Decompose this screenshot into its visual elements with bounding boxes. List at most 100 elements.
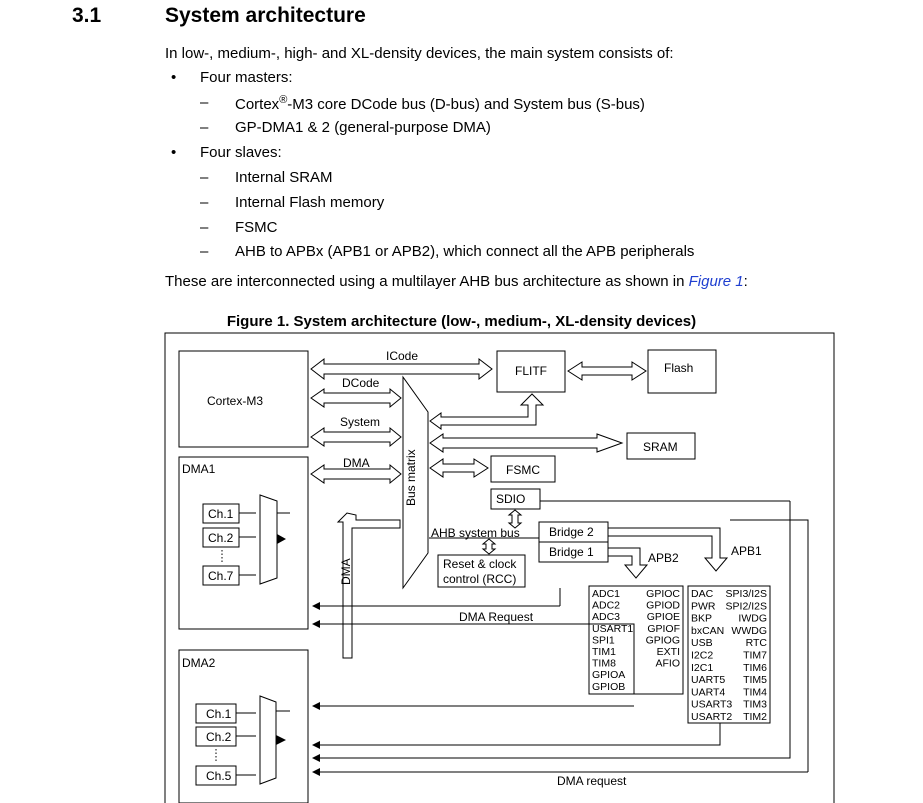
apb2-left-item: SPI1	[592, 634, 615, 646]
flash-label: Flash	[664, 361, 693, 375]
slave-item-fsmc: FSMC	[235, 219, 278, 236]
fsmc-label: FSMC	[506, 463, 540, 477]
apb1-left-item: PWR	[691, 600, 716, 612]
master-item-dma: GP-DMA1 & 2 (general-purpose DMA)	[235, 119, 491, 136]
apb1-left-item: UART5	[691, 674, 725, 686]
dash-m1: –	[200, 94, 209, 111]
dma2-ch1-label: Ch.1	[206, 707, 232, 721]
dma-request-lower-label: DMA request	[557, 774, 627, 788]
apb1-left-item: bxCAN	[691, 625, 724, 637]
bridge1-label: Bridge 1	[549, 545, 594, 559]
apb1-right-item: TIM2	[743, 711, 767, 723]
apb2-peripherals-box	[588, 585, 684, 695]
sdio-dma2-request-line	[320, 501, 791, 759]
flitf-block	[496, 350, 566, 393]
rcc-label-line1: Reset & clock	[443, 557, 517, 571]
dma1-label: DMA1	[182, 462, 216, 476]
section-number: 3.1	[72, 4, 102, 27]
apb2-left-item: GPIOA	[592, 669, 625, 681]
apb1-right-item: WWDG	[731, 625, 767, 637]
cortex-label: Cortex-M3	[207, 394, 263, 408]
apb2-right-item: GPIOC	[646, 588, 680, 600]
cortex-m3-block	[178, 350, 309, 448]
dma-vertical-label: DMA	[339, 558, 353, 585]
bus-matrix-shape	[402, 375, 429, 590]
apb1-right-item: SPI2/I2S	[726, 600, 767, 612]
dash-s2: –	[200, 194, 209, 211]
section-title: System architecture	[165, 4, 366, 27]
apb2-right-item: GPIOE	[647, 611, 680, 623]
master-item-cortex: Cortex®-M3 core DCode bus (D-bus) and Sy…	[235, 94, 645, 113]
flash-block	[647, 349, 717, 394]
rcc-block	[437, 554, 526, 588]
apb1-left-item: DAC	[691, 588, 714, 600]
sdio-block	[490, 488, 541, 510]
intro-paragraph: In low-, medium-, high- and XL-density d…	[165, 45, 674, 62]
slave-item-apb: AHB to APBx (APB1 or APB2), which connec…	[235, 243, 695, 260]
dma1-block	[178, 456, 309, 630]
flitf-flash-link	[567, 361, 647, 381]
apb1-left-item: UART4	[691, 686, 725, 698]
dma-request-upper-label: DMA Request	[459, 610, 534, 624]
apb1-left-item: I2C2	[691, 650, 713, 662]
dash-m2: –	[200, 119, 209, 136]
apb2-left-item: GPIOB	[592, 681, 625, 693]
apb1-left-item: USART2	[691, 711, 732, 723]
matrix-sram-link	[429, 433, 624, 453]
outro-end: :	[743, 273, 748, 290]
apb1-right-item: IWDG	[738, 613, 767, 625]
dash-s1: –	[200, 169, 209, 186]
slave-item-sram: Internal SRAM	[235, 169, 333, 186]
icode-bus	[310, 357, 493, 381]
dma-bus	[310, 463, 402, 485]
slaves-label: Four slaves:	[200, 144, 282, 161]
rcc-link	[481, 538, 497, 555]
bridge2-label: Bridge 2	[549, 525, 594, 539]
sram-block	[626, 432, 696, 460]
flitf-label: FLITF	[515, 364, 547, 378]
apb2-right-item: AFIO	[655, 658, 680, 670]
sram-label: SRAM	[643, 440, 678, 454]
ahb-system-bus-label: AHB system bus	[431, 526, 520, 540]
bullet-slaves: •	[171, 144, 177, 161]
apb2-right-item: EXTI	[657, 646, 680, 658]
dma1-ch1-label: Ch.1	[208, 507, 234, 521]
sdio-ahb-link	[507, 509, 523, 529]
dash-s3: –	[200, 219, 209, 236]
dma-bus-label: DMA	[343, 456, 370, 470]
apb1-label: APB1	[731, 544, 762, 558]
bridge1-block	[538, 541, 609, 563]
apb2-link	[608, 547, 649, 579]
apb1-right-item: RTC	[746, 637, 768, 649]
apb1-link	[608, 527, 729, 572]
figure-link[interactable]: Figure 1	[688, 273, 744, 290]
apb1-right-item: TIM7	[743, 650, 767, 662]
master-item-cortex-a: Cortex	[235, 96, 280, 113]
dma2-ch5-label: Ch.5	[206, 769, 232, 783]
apb2-right-item: GPIOD	[646, 600, 680, 612]
apb1-right-item: TIM5	[743, 674, 767, 686]
system-label: System	[340, 415, 380, 429]
apb1-left-item: I2C1	[691, 662, 713, 674]
apb2-left-item: TIM8	[592, 658, 616, 670]
dash-s4: –	[200, 243, 209, 260]
dma2-ch2-label: Ch.2	[206, 730, 232, 744]
dcode-label: DCode	[342, 376, 380, 390]
apb2-label: APB2	[648, 551, 679, 565]
system-bus	[310, 426, 402, 448]
figure-frame	[164, 332, 835, 803]
masters-label: Four masters:	[200, 69, 293, 86]
apb2-right-item: GPIOG	[646, 634, 680, 646]
apb2-left-item: ADC1	[592, 588, 620, 600]
icode-label: ICode	[386, 349, 418, 363]
dma-request-upper-line	[320, 623, 635, 694]
apb1-left-item: USART3	[691, 699, 732, 711]
sdio-label: SDIO	[496, 492, 525, 506]
apb1-left-item: BKP	[691, 613, 712, 625]
dma1-ch2-label: Ch.2	[208, 531, 234, 545]
outro-text: These are interconnected using a multila…	[165, 273, 689, 290]
dma2-block	[178, 649, 309, 803]
dma-vertical-bus	[336, 512, 401, 659]
figure-title: Figure 1. System architecture (low-, med…	[226, 313, 697, 330]
